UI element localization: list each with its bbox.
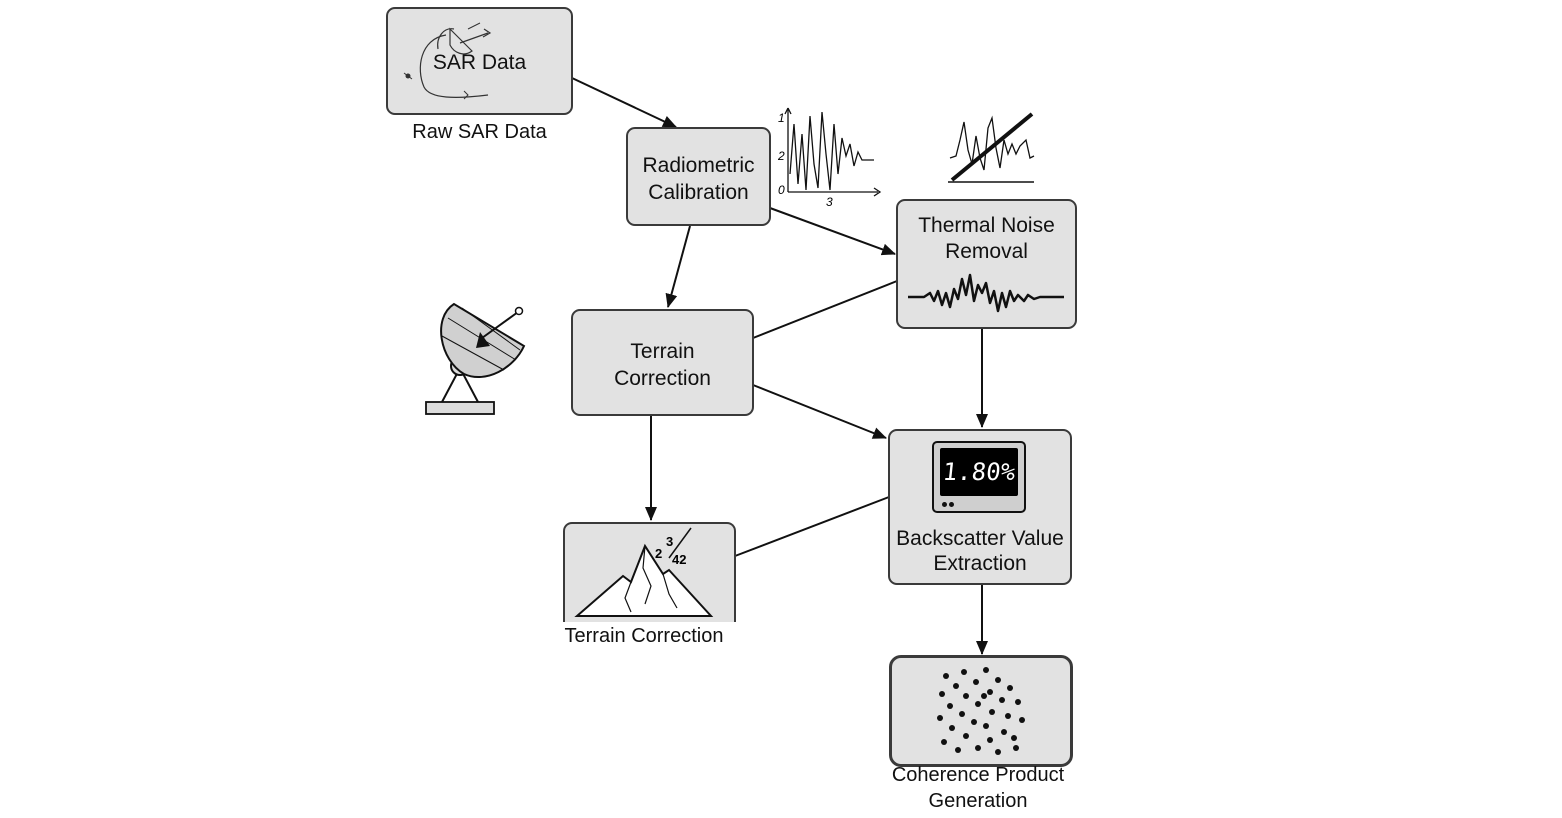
scatter-dots-icon: [937, 667, 1025, 755]
terrain-mountain-node: 3 2 42: [563, 522, 736, 622]
mountain-num-top: 3: [666, 534, 673, 549]
radiometric-calibration-node: Radiometric Calibration: [626, 127, 771, 226]
satellite-orbit-icon: [403, 22, 492, 100]
coherence-line1: Coherence Product: [891, 764, 1065, 786]
noise-strike-icon: [948, 112, 1035, 183]
mountain-icon: 3 2 42: [574, 527, 714, 617]
y-tick-2: 2: [777, 149, 785, 163]
y-tick-0: 0: [778, 183, 785, 197]
monitor-screen: [940, 448, 1018, 496]
sar-data-node: SAR Data: [386, 7, 573, 115]
monitor-led-2: [949, 502, 954, 507]
x-tick-3: 3: [826, 195, 833, 209]
line-mountain-to-backscatter: [734, 496, 890, 557]
display-value: 1.80%: [941, 458, 1017, 486]
line-terrain-to-thermal: [752, 280, 898, 339]
signal-plot-icon: 1 2 0 3: [777, 107, 882, 209]
satellite-dish-icon: [425, 302, 526, 415]
backscatter-line2: Extraction: [933, 552, 1027, 575]
terrain-correction-caption: Terrain Correction: [564, 625, 724, 647]
terrain-line1: Terrain: [630, 340, 695, 363]
sar-data-label: SAR Data: [432, 51, 527, 74]
monitor-icon: 1.80%: [932, 441, 1026, 513]
mountain-num-mid: 2: [655, 546, 662, 561]
arrow-terrain-to-backscatter: [752, 384, 887, 439]
y-tick-1: 1: [778, 111, 785, 125]
backscatter-line1: Backscatter Value: [896, 527, 1064, 550]
arrow-radiometric-to-terrain: [665, 225, 691, 308]
thermal-line2: Removal: [945, 240, 1028, 263]
coherence-product-node: [889, 655, 1073, 767]
raw-sar-data-caption: Raw SAR Data: [412, 121, 547, 143]
terrain-line2: Correction: [614, 367, 711, 390]
arrow-sar-to-radiometric: [571, 77, 677, 128]
thermal-noise-removal-node: Thermal Noise Removal: [896, 199, 1077, 329]
terrain-correction-node: Terrain Correction: [571, 309, 754, 416]
backscatter-extraction-node: 1.80% Backscatter Value Extraction: [888, 429, 1072, 585]
coherence-line2: Generation: [928, 790, 1028, 812]
monitor-led-1: [942, 502, 947, 507]
waveform-icon: [908, 273, 1064, 313]
mountain-num-low: 42: [672, 552, 686, 567]
thermal-line1: Thermal Noise: [918, 214, 1055, 237]
radiometric-line2: Calibration: [648, 181, 749, 204]
radiometric-line1: Radiometric: [642, 154, 755, 177]
arrow-radiometric-to-thermal: [769, 207, 896, 256]
